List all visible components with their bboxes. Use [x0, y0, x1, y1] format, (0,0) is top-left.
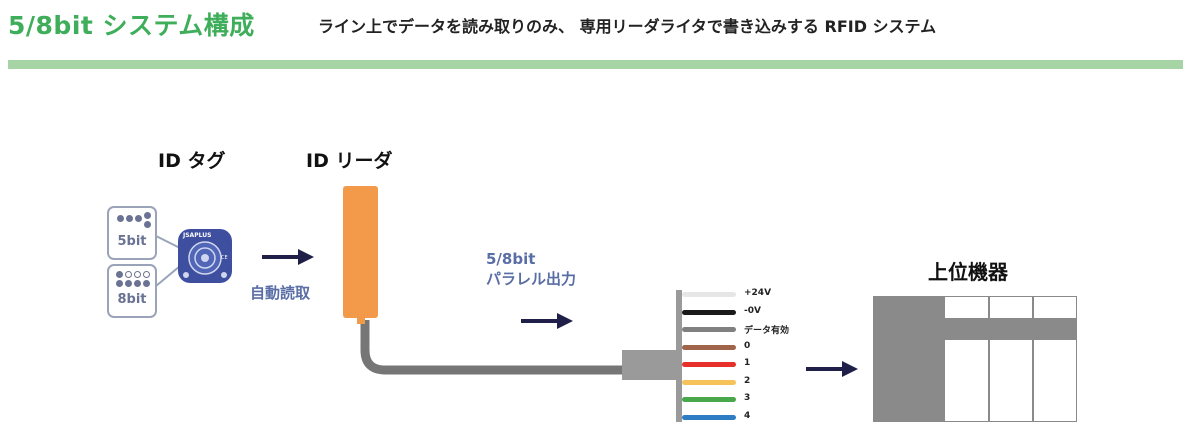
wire-label: 4 [744, 410, 751, 421]
wire-label: 0 [744, 340, 751, 351]
wire-label: 3 [744, 393, 751, 403]
wire-label: 2 [744, 375, 751, 386]
id-tag-chip: JSAPLUS CE [177, 228, 233, 284]
arrow-right-icon [806, 361, 858, 377]
wire-label: -0V [744, 305, 761, 316]
reader-heading: ID リーダ [306, 150, 393, 172]
tag-brand-text: JSAPLUS [183, 232, 212, 239]
output-bit-label: 5/8bit [486, 250, 536, 268]
bit5-card: 5bit [107, 206, 157, 260]
tag-ce-mark: CE [221, 255, 228, 261]
bit8-card: 8bit [107, 264, 157, 318]
wire-bundle-bar [676, 290, 682, 422]
tag-heading: ID タグ [158, 150, 226, 172]
reader-body [343, 186, 378, 318]
wire-list: +24V -0V データ有効 0 1 2 3 4 [682, 288, 802, 428]
rfid-tag-icon [178, 229, 232, 283]
auto-read-label: 自動読取 [250, 284, 311, 302]
wire-label: 1 [744, 358, 751, 368]
wire-line [682, 397, 736, 402]
wire-line [682, 309, 736, 315]
wire-line [682, 414, 736, 420]
wire-line [682, 379, 736, 385]
cable-connector [622, 350, 676, 380]
host-device [873, 296, 1077, 422]
title-divider [8, 60, 1183, 69]
host-heading: 上位機器 [928, 260, 1008, 284]
bit5-label: 5bit [117, 234, 147, 249]
bit8-label: 8bit [117, 292, 147, 307]
wire-line [682, 344, 736, 350]
reader-neck [357, 318, 365, 324]
tag-callout-lines [155, 235, 181, 287]
wire-line [682, 292, 736, 297]
wire-line [682, 362, 736, 367]
reader-cable [360, 320, 630, 375]
wire-label: +24V [744, 288, 772, 298]
wire-label: データ有効 [744, 326, 790, 336]
arrow-right-icon [521, 313, 573, 329]
page-subtitle: ライン上でデータを読み取りのみ、 専用リーダライタで書き込みする RFID シス… [318, 17, 937, 36]
output-parallel-label: パラレル出力 [486, 270, 577, 288]
page-title: 5/8bit システム構成 [8, 11, 255, 40]
wire-line [682, 327, 736, 332]
arrow-right-icon [262, 249, 314, 265]
